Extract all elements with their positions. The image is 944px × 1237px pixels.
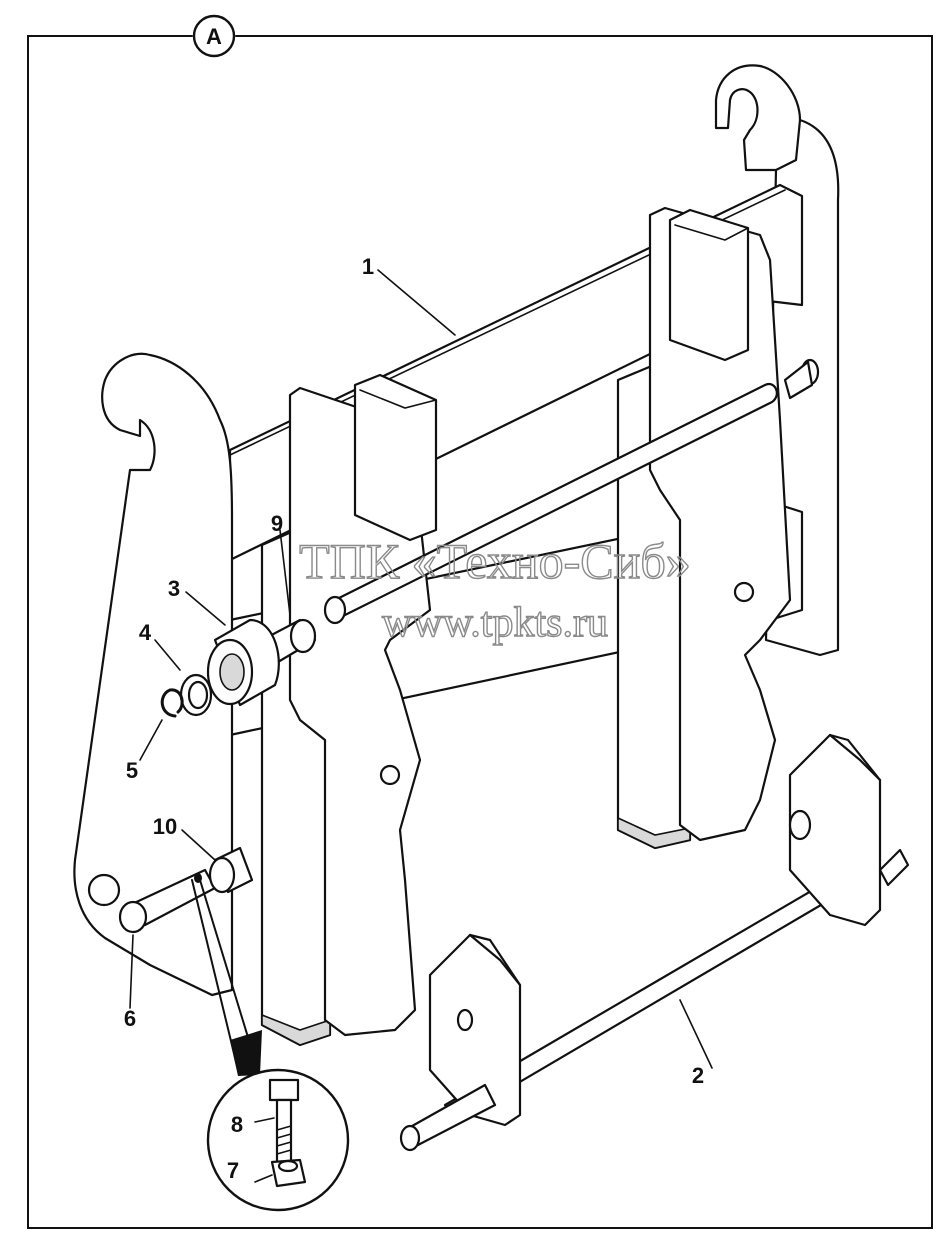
callout-8: 8 [231,1112,243,1137]
svg-text:A: A [206,24,222,49]
detail-leader-wedge [230,1030,262,1076]
detail-leader-a [191,879,239,1071]
callout-6: 6 [124,1006,136,1031]
clamp-plate-left [428,933,522,1127]
left-plate-hole [87,873,121,907]
callout-9: 9 [271,511,283,536]
clamp-plate-right [788,733,882,927]
callout-5: 5 [126,758,138,783]
callout-7: 7 [227,1158,239,1183]
leader-lines [129,269,713,1183]
callout-10: 10 [153,814,177,839]
right-guide-block [668,208,750,362]
upper-rod-end-left [323,595,347,625]
watermark-company: ТПК «Техно-Сиб» [299,533,691,589]
watermark-url: www.tpkts.ru [382,600,608,646]
callout-2: 2 [692,1063,704,1088]
detail-circle [206,1068,350,1212]
roller-3 [206,618,280,707]
circlip-5 [160,688,184,718]
left-hook-plate [73,352,234,997]
left-jaw-hole [379,764,401,786]
callout-4: 4 [139,620,152,645]
bolt-8 [268,1078,300,1102]
washer-4 [179,673,213,717]
callout-1: 1 [362,254,374,279]
bushing-10 [208,846,254,894]
view-marker: A [192,14,236,58]
callout-3: 3 [168,576,180,601]
right-jaw-hole [733,581,755,603]
right-jaw-plate [648,206,792,842]
lower-clamp-assembly [399,733,910,1152]
diagram-frame [27,35,933,1229]
left-guide-block [353,373,438,542]
